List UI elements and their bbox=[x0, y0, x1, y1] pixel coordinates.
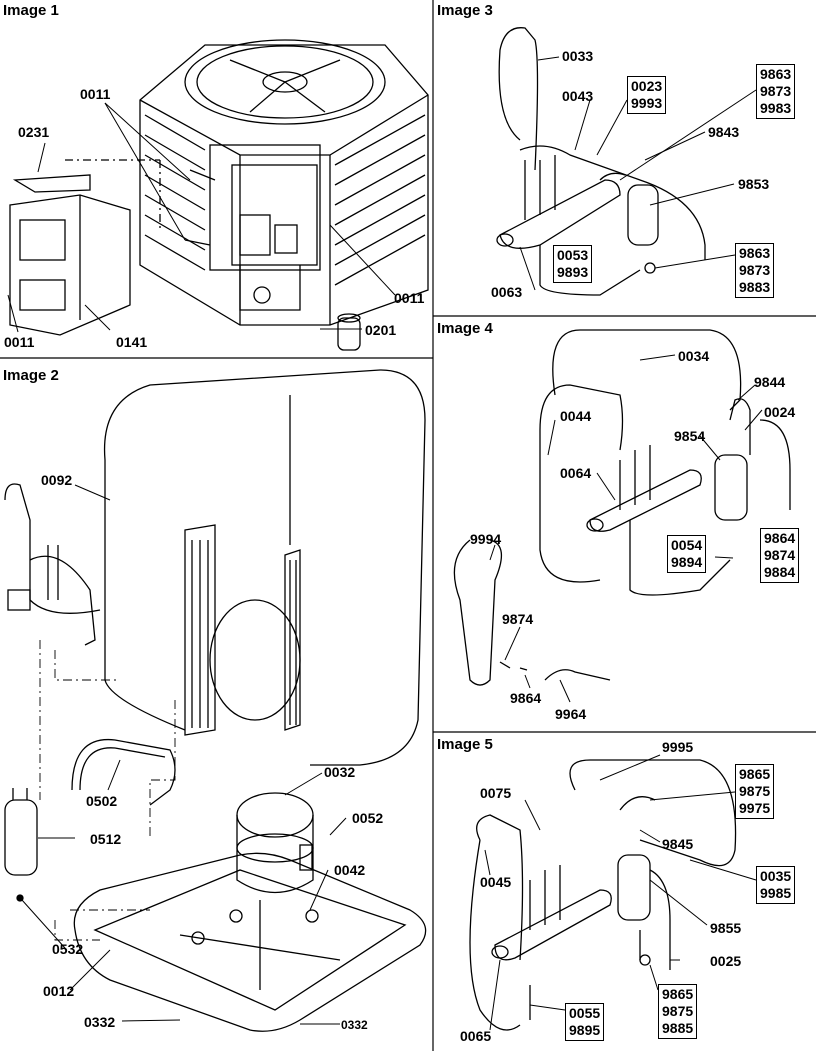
part-callout: 0332 bbox=[341, 1018, 368, 1032]
part-callout: 0034 bbox=[678, 348, 710, 364]
part-callout: 9843 bbox=[708, 124, 740, 140]
box-line: 0055 bbox=[569, 1005, 601, 1021]
part-callout: 9844 bbox=[754, 374, 786, 390]
box-line: 9875 bbox=[662, 1003, 694, 1019]
box-line: 9983 bbox=[760, 100, 792, 116]
part-callout-box: 0035 9985 bbox=[756, 866, 796, 904]
leader-lines-image1 bbox=[7, 102, 396, 333]
box-line: 9895 bbox=[569, 1022, 601, 1038]
leader-lines-image5 bbox=[484, 754, 757, 1031]
part-callout: 0042 bbox=[334, 862, 366, 878]
coil-cabinet-drawing bbox=[103, 369, 426, 766]
leader-lines-image3 bbox=[519, 56, 757, 291]
box-line: 9863 bbox=[760, 66, 792, 82]
part-callout: 0033 bbox=[562, 48, 594, 64]
refrigerant-assembly-image3 bbox=[496, 27, 706, 296]
part-callout: 0092 bbox=[41, 472, 73, 488]
accumulator-drawing bbox=[4, 788, 38, 902]
panel-title-image1: Image 1 bbox=[3, 2, 59, 19]
part-callout-box: 0023 9993 bbox=[627, 76, 667, 114]
part-callout-box: 9865 9875 9885 bbox=[658, 984, 698, 1039]
part-callout: 0064 bbox=[560, 465, 592, 481]
part-callout: 9964 bbox=[555, 706, 587, 722]
part-callout: 0063 bbox=[491, 284, 523, 300]
box-line: 9875 bbox=[739, 783, 771, 799]
box-line: 9874 bbox=[764, 547, 796, 563]
box-line: 9975 bbox=[739, 800, 771, 816]
part-callout-box: 9864 9874 9884 bbox=[760, 528, 800, 583]
part-callout: 9874 bbox=[502, 611, 534, 627]
part-callout: 0532 bbox=[52, 941, 84, 957]
part-callout: 0025 bbox=[710, 953, 742, 969]
leader-lines-image4 bbox=[489, 354, 763, 703]
refrigerant-assembly-image4 bbox=[453, 329, 791, 686]
panel-title-image3: Image 3 bbox=[437, 2, 493, 19]
control-box-cover-drawing bbox=[9, 159, 161, 336]
part-callout: 0512 bbox=[90, 831, 122, 847]
box-line: 9865 bbox=[739, 766, 771, 782]
box-line: 9873 bbox=[760, 83, 792, 99]
part-callout-box: 9863 9873 9883 bbox=[735, 243, 775, 298]
box-line: 9893 bbox=[557, 264, 589, 280]
box-line: 9883 bbox=[739, 279, 771, 295]
part-callout-box: 9863 9873 9983 bbox=[756, 64, 796, 119]
part-callout: 0065 bbox=[460, 1028, 492, 1044]
box-line: 0035 bbox=[760, 868, 792, 884]
part-callout: 0075 bbox=[480, 785, 512, 801]
part-callout: 0012 bbox=[43, 983, 75, 999]
panel-title-image2: Image 2 bbox=[3, 367, 59, 384]
tubing-image2-drawing bbox=[4, 483, 176, 806]
part-callout: 0043 bbox=[562, 88, 594, 104]
box-line: 0053 bbox=[557, 247, 589, 263]
box-line: 9885 bbox=[662, 1020, 694, 1036]
part-callout: 9995 bbox=[662, 739, 694, 755]
condenser-unit-drawing bbox=[139, 39, 429, 326]
box-line: 0054 bbox=[671, 537, 703, 553]
part-callout: 0044 bbox=[560, 408, 592, 424]
panel-title-image5: Image 5 bbox=[437, 736, 493, 753]
refrigerant-assembly-image5 bbox=[469, 759, 737, 1031]
part-callout: 9845 bbox=[662, 836, 694, 852]
part-callout-box: 0055 9895 bbox=[565, 1003, 605, 1041]
part-callout: 0201 bbox=[365, 322, 397, 338]
part-callout: 0032 bbox=[324, 764, 356, 780]
filter-drier-drawing bbox=[337, 313, 361, 351]
part-callout: 0045 bbox=[480, 874, 512, 890]
part-callout: 0502 bbox=[86, 793, 118, 809]
compressor-drawing bbox=[236, 792, 314, 894]
part-callout: 9855 bbox=[710, 920, 742, 936]
box-line: 9863 bbox=[739, 245, 771, 261]
part-callout-box: 9865 9875 9975 bbox=[735, 764, 775, 819]
part-callout: 9854 bbox=[674, 428, 706, 444]
part-callout: 0024 bbox=[764, 404, 796, 420]
part-callout: 0231 bbox=[18, 124, 50, 140]
part-callout: 9994 bbox=[470, 531, 502, 547]
box-line: 9884 bbox=[764, 564, 796, 580]
box-line: 9873 bbox=[739, 262, 771, 278]
part-callout: 0141 bbox=[116, 334, 148, 350]
part-callout: 9864 bbox=[510, 690, 542, 706]
panel-title-image4: Image 4 bbox=[437, 320, 493, 337]
box-line: 9894 bbox=[671, 554, 703, 570]
part-callout: 0011 bbox=[80, 86, 111, 102]
part-callout-box: 0053 9893 bbox=[553, 245, 593, 283]
box-line: 0023 bbox=[631, 78, 663, 94]
part-callout: 9853 bbox=[738, 176, 770, 192]
dash-lines-image2 bbox=[39, 640, 176, 941]
base-pan-drawing bbox=[73, 852, 427, 1032]
part-callout: 0011 bbox=[394, 290, 425, 306]
leader-lines-image2 bbox=[21, 484, 347, 1025]
part-callout: 0332 bbox=[84, 1014, 116, 1030]
box-line: 9865 bbox=[662, 986, 694, 1002]
part-callout: 0011 bbox=[4, 334, 35, 350]
box-line: 9985 bbox=[760, 885, 792, 901]
box-line: 9864 bbox=[764, 530, 796, 546]
box-line: 9993 bbox=[631, 95, 663, 111]
part-callout: 0052 bbox=[352, 810, 384, 826]
part-callout-box: 0054 9894 bbox=[667, 535, 707, 573]
